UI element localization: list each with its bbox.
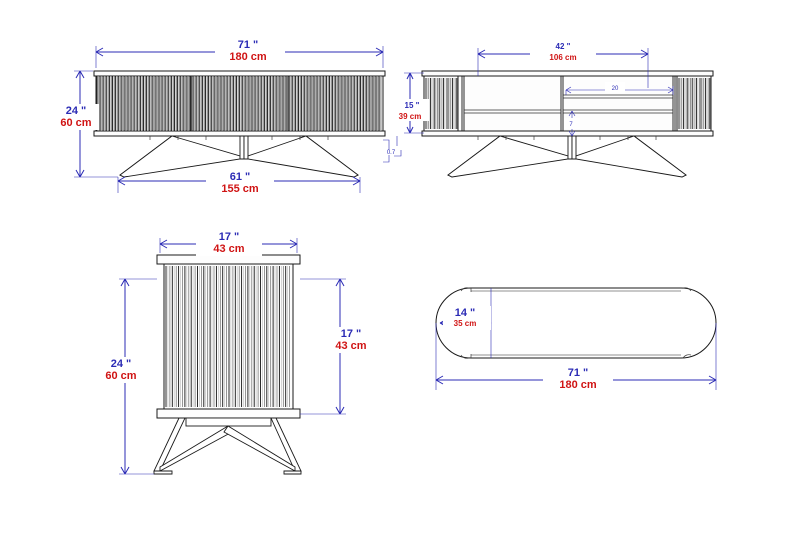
front-fluted-panel: [96, 76, 382, 131]
top-plan-depth-dimension: 14 " 35 cm: [439, 288, 492, 358]
rear-inner-width-inches: 42 ": [556, 42, 571, 51]
view-front-elevation: 71 " 180 cm 24 " 60 cm: [53, 38, 402, 196]
rear-shelf-height-value: 7: [569, 122, 573, 128]
view-top-plan: 14 " 35 cm 71 " 180 cm: [435, 287, 717, 392]
top-plan-length-inches: 71 ": [568, 367, 589, 379]
side-depth-cm: 43 cm: [213, 243, 244, 255]
front-detail-value: 0.7: [387, 150, 396, 156]
front-width-inches: 71 ": [238, 39, 259, 51]
side-body-height-dimension: 17 " 43 cm: [300, 278, 384, 415]
side-body-height-cm: 43 cm: [335, 340, 366, 352]
side-top-cap: [156, 254, 301, 265]
front-width-cm: 180 cm: [229, 51, 267, 63]
rear-top-cap: [421, 70, 714, 77]
front-top-cap: [93, 70, 386, 77]
rear-side-height-dimension: 15 " 39 cm: [391, 72, 429, 134]
view-rear-elevation: 42 " 106 cm 15 " 39 cm: [391, 40, 714, 178]
rear-side-height-cm: 39 cm: [399, 112, 422, 121]
front-height-dimension: 24 " 60 cm: [53, 70, 118, 178]
rear-shelf-height-dimension: 7: [564, 110, 580, 137]
top-plan-depth-cm: 35 cm: [454, 319, 477, 328]
rear-right-fluted-panel: [676, 75, 712, 132]
rear-left-fluted-panel: [423, 75, 459, 132]
side-total-height-inches: 24 ": [111, 358, 132, 370]
front-height-cm: 60 cm: [60, 117, 91, 129]
side-fluted-panel: [165, 266, 290, 407]
rear-shelf-width-dimension: 20: [565, 82, 674, 95]
side-depth-dimension: 17 " 43 cm: [159, 230, 298, 256]
front-detail-dimension: 0.7: [383, 136, 402, 163]
front-legspan-cm: 155 cm: [221, 183, 259, 195]
side-bottom-cap: [156, 408, 301, 419]
top-plan-depth-inches: 14 ": [455, 307, 476, 319]
top-plan-length-cm: 180 cm: [559, 379, 597, 391]
front-legspan-dimension: 61 " 155 cm: [117, 170, 361, 196]
rear-bottom-cap: [421, 130, 714, 137]
rear-legs: [447, 135, 687, 178]
rear-side-height-inches: 15 ": [405, 101, 420, 110]
rear-internal-shelves: [464, 94, 673, 114]
rear-inner-width-dimension: 42 " 106 cm: [477, 40, 649, 88]
view-side-elevation: 17 " 43 cm 24 " 60 cm: [98, 230, 384, 475]
side-body-height-inches: 17 ": [341, 328, 362, 340]
side-legs: [153, 417, 302, 475]
front-legs: [119, 135, 359, 178]
front-bottom-cap: [93, 130, 386, 137]
front-height-inches: 24 ": [66, 105, 87, 117]
top-plan-length-dimension: 71 " 180 cm: [435, 323, 717, 392]
rear-inner-width-cm: 106 cm: [549, 53, 576, 62]
front-legspan-inches: 61 ": [230, 171, 251, 183]
side-depth-inches: 17 ": [219, 231, 240, 243]
rear-shelf-width-value: 20: [612, 86, 619, 92]
side-total-height-cm: 60 cm: [105, 370, 136, 382]
front-width-dimension: 71 " 180 cm: [95, 38, 384, 68]
top-plan-outline: [435, 287, 717, 359]
side-body: [163, 263, 294, 410]
side-total-height-dimension: 24 " 60 cm: [98, 278, 157, 475]
